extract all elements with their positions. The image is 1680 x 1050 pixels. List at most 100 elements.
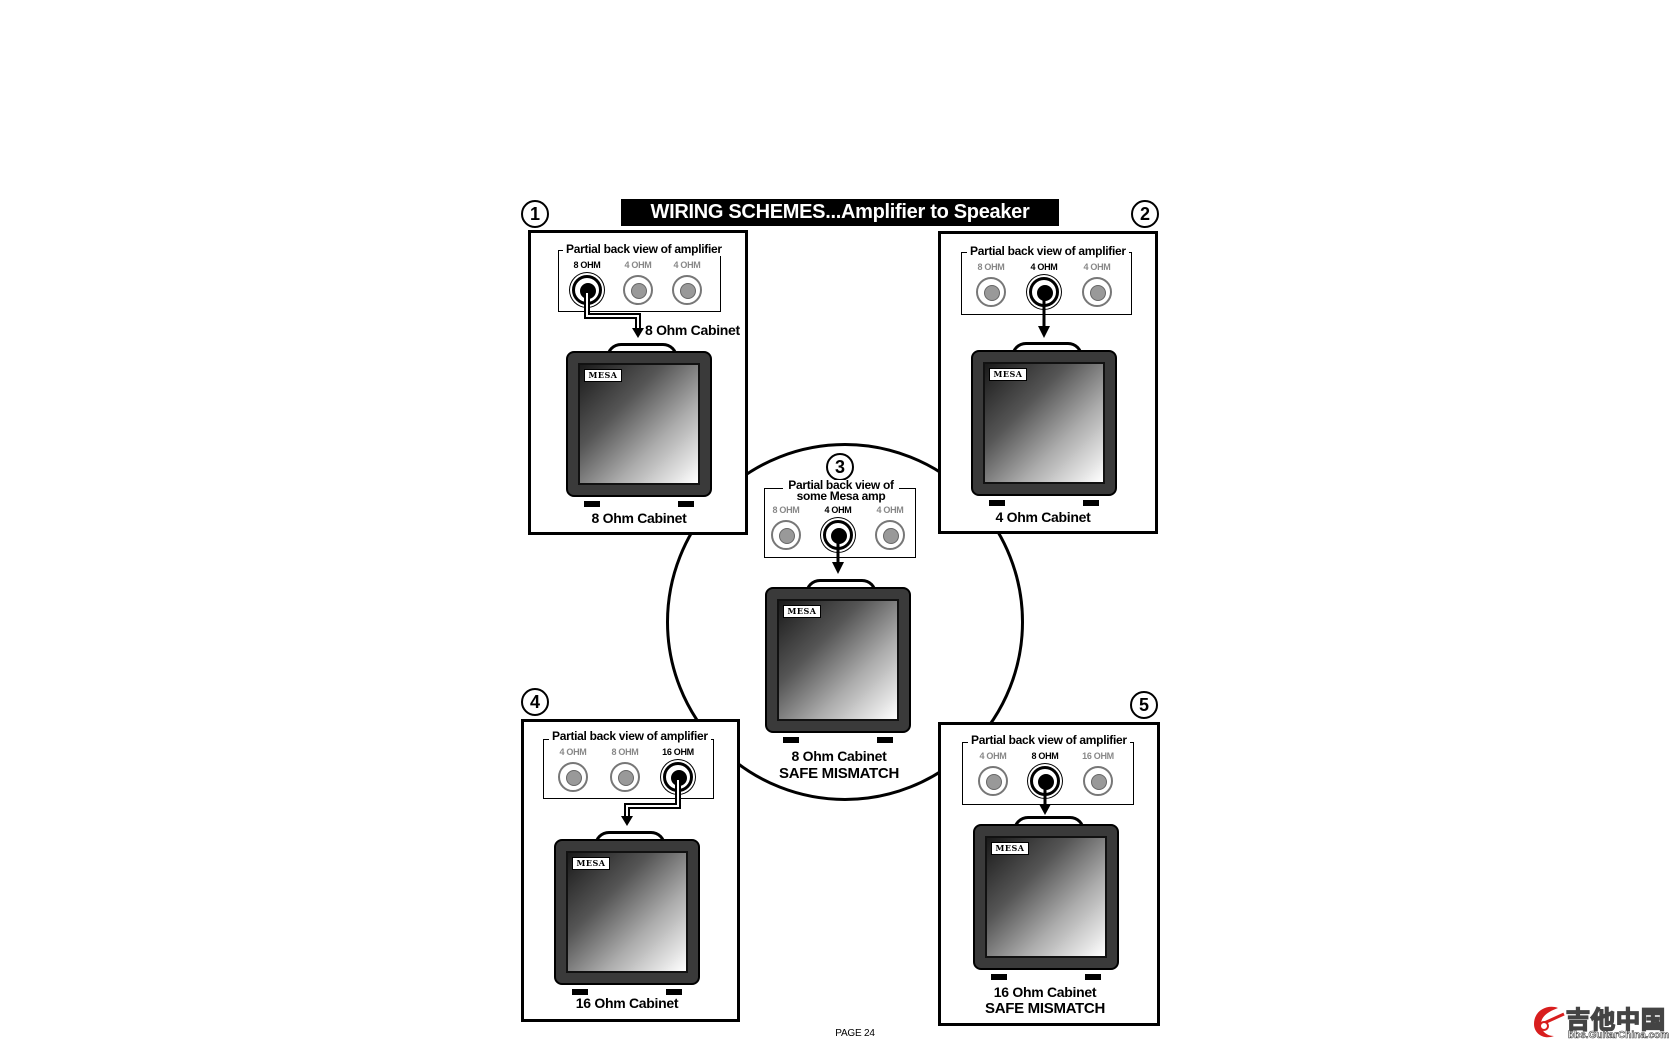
jack-socket-icon [1082, 277, 1112, 307]
jack-socket-icon [663, 762, 693, 792]
watermark-text: 吉他中国 [1565, 1006, 1666, 1035]
jack-socket-icon [823, 520, 853, 550]
jack-label: 4 OHM [624, 260, 652, 270]
mesa-logo: MESA [783, 605, 821, 618]
jack-socket-icon [875, 520, 905, 550]
jack-socket-icon [1083, 766, 1113, 796]
jack-label: 4 OHM [1030, 262, 1058, 272]
jack-label: 4 OHM [876, 505, 904, 515]
cabinet-foot [572, 989, 588, 995]
scheme-2-jack-1: 8 OHM [973, 261, 1009, 307]
jackbox-title-line-2: some Mesa amp [796, 489, 886, 503]
scheme-4-number: 4 [521, 688, 549, 716]
scheme-3-jack-2: 4 OHM [820, 504, 856, 550]
scheme-4-jack-1: 4 OHM [555, 746, 591, 792]
scheme-4-jackbox-title: Partial back view of amplifier [549, 729, 711, 743]
scheme-5-jack-1: 4 OHM [975, 750, 1011, 796]
mesa-logo: MESA [991, 842, 1029, 855]
scheme-3-caption: 8 Ohm Cabinet [791, 748, 887, 764]
mesa-logo: MESA [584, 369, 622, 382]
jack-socket-icon [672, 275, 702, 305]
jack-socket-icon [1029, 277, 1059, 307]
jack-label: 8 OHM [573, 260, 601, 270]
jack-socket-icon [558, 762, 588, 792]
jack-label: 8 OHM [1031, 751, 1059, 761]
cabinet-grille [985, 836, 1107, 958]
cabinet-grille [777, 599, 899, 721]
cabinet-foot [783, 737, 799, 743]
cabinet-grille [566, 851, 688, 973]
scheme-3-cabinet: MESA [765, 579, 911, 743]
scheme-3-jackbox-title: Partial back view of some Mesa amp [783, 478, 899, 503]
page-title: WIRING SCHEMES...Amplifier to Speaker Ca… [621, 199, 1059, 250]
scheme-1-number: 1 [521, 200, 549, 228]
cabinet-foot [991, 974, 1007, 980]
cabinet-foot [989, 500, 1005, 506]
jack-label: 8 OHM [977, 262, 1005, 272]
cabinet-foot [584, 501, 600, 507]
jack-label: 4 OHM [824, 505, 852, 515]
cabinet-foot [666, 989, 682, 995]
jack-label: 4 OHM [673, 260, 701, 270]
scheme-1-caption: 8 Ohm Cabinet [591, 510, 687, 526]
cabinet-foot [1083, 500, 1099, 506]
scheme-4-jack-3: 16 OHM [660, 746, 696, 792]
scheme-2-cabinet: MESA [971, 342, 1117, 506]
watermark-url: bbs.GuitarChina.com [1568, 1030, 1670, 1042]
jack-socket-icon [771, 520, 801, 550]
scheme-5-mismatch-label: SAFE MISMATCH [985, 1000, 1105, 1017]
mesa-logo: MESA [989, 368, 1027, 381]
cabinet-handle [805, 579, 877, 594]
page-number: PAGE 24 [835, 1028, 875, 1039]
scheme-4-jack-2: 8 OHM [607, 746, 643, 792]
scheme-2-jackbox-title: Partial back view of amplifier [967, 244, 1129, 258]
scheme-1-cabinet: MESA [566, 343, 712, 507]
jack-label: 4 OHM [1083, 262, 1111, 272]
scheme-1-cable-label: 8 Ohm Cabinet [645, 322, 740, 338]
jackbox-title-line-1: Partial back view of [788, 478, 894, 492]
scheme-2-number: 2 [1131, 200, 1159, 228]
jack-socket-icon [623, 275, 653, 305]
cabinet-foot [678, 501, 694, 507]
jack-label: 4 OHM [559, 747, 587, 757]
mesa-logo: MESA [572, 857, 610, 870]
jack-socket-icon [978, 766, 1008, 796]
jack-label: 16 OHM [662, 747, 694, 757]
cabinet-foot [1085, 974, 1101, 980]
scheme-5-jack-2: 8 OHM [1027, 750, 1063, 796]
jack-label: 16 OHM [1082, 751, 1114, 761]
jack-socket-icon [610, 762, 640, 792]
scheme-2-jack-2: 4 OHM [1026, 261, 1062, 307]
scheme-1-jackbox-title: Partial back view of amplifier [563, 242, 725, 256]
guitar-logo-icon [1534, 1006, 1565, 1038]
cabinet-foot [877, 737, 893, 743]
scheme-1-jack-1: 8 OHM [569, 259, 605, 305]
scheme-4-cabinet: MESA [554, 831, 700, 995]
scheme-5-number: 5 [1130, 691, 1158, 719]
scheme-3-jack-1: 8 OHM [768, 504, 804, 550]
scheme-5-jack-3: 16 OHM [1080, 750, 1116, 796]
jack-socket-icon [976, 277, 1006, 307]
scheme-2-caption: 4 Ohm Cabinet [995, 509, 1091, 525]
cabinet-handle [606, 343, 678, 358]
jack-socket-icon [1030, 766, 1060, 796]
jack-label: 8 OHM [611, 747, 639, 757]
scheme-3-mismatch-label: SAFE MISMATCH [779, 765, 899, 782]
scheme-5-cabinet: MESA [973, 816, 1119, 980]
scheme-3-number: 3 [826, 453, 854, 481]
watermark: 吉他中国 bbs.GuitarChina.com [1528, 1000, 1678, 1045]
scheme-2-jack-3: 4 OHM [1079, 261, 1115, 307]
scheme-5-jackbox-title: Partial back view of amplifier [968, 733, 1130, 747]
cabinet-grille [578, 363, 700, 485]
scheme-1-jack-3: 4 OHM [669, 259, 705, 305]
scheme-3-jack-3: 4 OHM [872, 504, 908, 550]
jack-label: 8 OHM [772, 505, 800, 515]
scheme-1-jack-2: 4 OHM [620, 259, 656, 305]
cabinet-grille [983, 362, 1105, 484]
jack-socket-icon [572, 275, 602, 305]
cabinet-handle [1011, 342, 1083, 357]
jack-label: 4 OHM [979, 751, 1007, 761]
scheme-4-caption: 16 Ohm Cabinet [575, 995, 679, 1011]
cabinet-handle [1013, 816, 1085, 831]
